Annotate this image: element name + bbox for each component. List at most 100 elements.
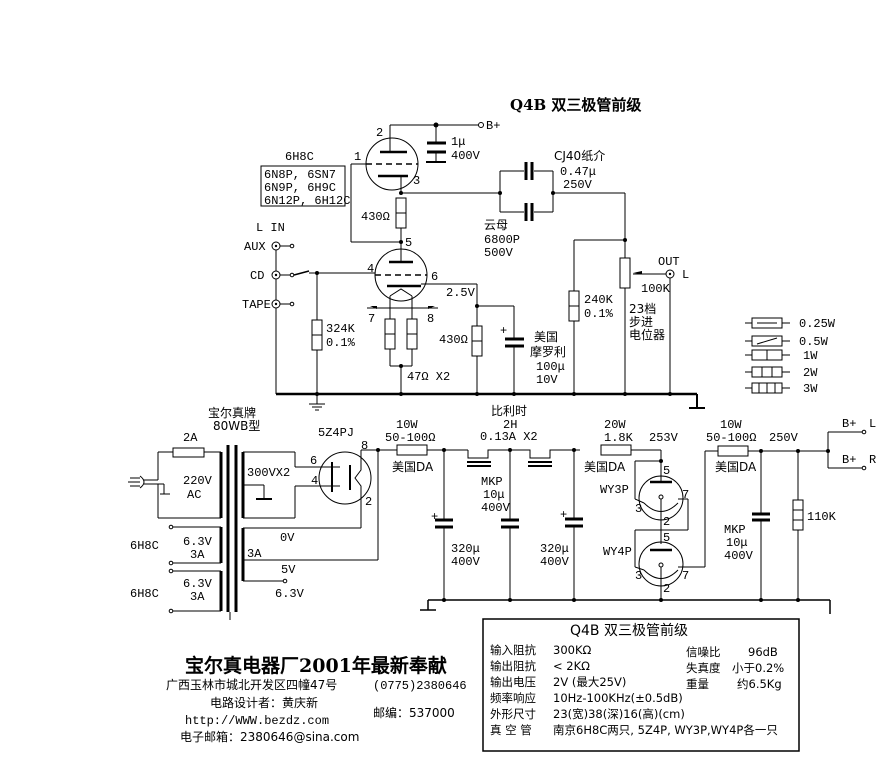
resistor-value: 240K — [584, 293, 614, 307]
input-source-label: AUX — [244, 240, 266, 254]
output-jack-l[interactable] — [665, 269, 675, 279]
spec-label: 频率响应 — [490, 691, 536, 705]
pin-label: 2 — [376, 126, 383, 140]
mains-plug-icon — [128, 452, 170, 518]
cap-voltage: 400V — [724, 549, 754, 563]
primary-type: AC — [187, 488, 201, 502]
fuse — [172, 447, 205, 458]
coupling-cap-value: 0.47μ — [560, 165, 596, 179]
spec-label: 重量 — [686, 677, 709, 691]
footer-phone: (0775)2380646 — [373, 679, 467, 693]
tube-type-label: 6H8C — [285, 150, 314, 164]
cap-value: 320μ — [540, 542, 569, 556]
cap-voltage: 400V — [451, 149, 481, 163]
tube-substitute: 6N12P, 6H12C — [264, 194, 350, 208]
spec-label: 输出阻抗 — [490, 659, 536, 673]
node-voltage: 253V — [649, 431, 679, 445]
pin-label: 5 — [663, 531, 670, 545]
winding-current: 3A — [247, 547, 262, 561]
regulator-tube-wy4p — [638, 541, 684, 600]
pin-label: 3 — [413, 174, 420, 188]
spec-value: 96dB — [748, 645, 778, 659]
bplus-label: B+ — [842, 453, 856, 467]
resistor-value: 430Ω — [361, 210, 390, 224]
spec-label: 信噪比 — [686, 645, 721, 659]
cap-value: 1μ — [451, 135, 465, 149]
cap-type: MKP — [724, 523, 746, 537]
cap-brand: 美国 — [534, 330, 558, 344]
tube-upper-triode — [365, 122, 484, 193]
tube-substitute: 6N8P, 6SN7 — [264, 168, 336, 182]
resistor-brand: 美国DA — [392, 460, 434, 474]
filter-resistor-3 — [717, 445, 749, 457]
spec-label: 输入阻抗 — [490, 643, 536, 657]
resistor-brand: 美国DA — [715, 460, 757, 474]
heater-voltage: 6.3V — [183, 535, 213, 549]
input-source-label: TAPE — [242, 298, 271, 312]
preamp-section: 2 1 3 B+ 1μ 400V 6H8C 6N8P, 6SN7 6N9P, 6… — [242, 119, 705, 411]
bplus-label: B+ — [486, 119, 500, 133]
pot-value: 100K — [641, 282, 671, 296]
input-source-label: CD — [250, 269, 264, 283]
polarity-plus: + — [500, 324, 507, 338]
input-jack-cd[interactable] — [271, 270, 310, 280]
legend-symbol-1-watt — [745, 349, 790, 361]
filter-resistor-1 — [396, 444, 428, 456]
cap-type: MKP — [481, 475, 503, 489]
input-jack-tape[interactable] — [271, 299, 295, 309]
winding-voltage: 5V — [281, 563, 296, 577]
cap-value: 100μ — [536, 360, 565, 374]
bplus-channel: L — [869, 417, 876, 431]
input-jack-aux[interactable] — [271, 241, 295, 251]
resistor-value: 50-100Ω — [385, 431, 435, 445]
resistor-value: 430Ω — [439, 333, 468, 347]
pin-label: 8 — [361, 439, 368, 453]
cap-voltage: 400V — [451, 555, 481, 569]
bplus-channel: R — [869, 453, 876, 467]
pin-label: 6 — [431, 270, 438, 284]
cap-value: 10μ — [483, 488, 505, 502]
bplus-terminal-r[interactable] — [861, 465, 867, 471]
polarity-plus: + — [560, 508, 567, 522]
resistor-value: 1.8K — [604, 431, 634, 445]
cap-value: 10μ — [726, 536, 748, 550]
pin-label: 5 — [663, 464, 670, 478]
footer-address: 广西玉林市城北开发区四幢47号 — [166, 677, 337, 692]
heater-voltage: 6.3V — [183, 577, 213, 591]
choke-brand: 比利时 — [491, 404, 527, 418]
pin-label: 2 — [663, 582, 670, 596]
heater-tube-label: 6H8C — [130, 587, 159, 601]
footer-designer: 电路设计者：黄庆新 — [210, 695, 318, 710]
spec-value: 2V (最大25V) — [553, 675, 626, 689]
pin-label: 7 — [368, 312, 375, 326]
legend-symbol-2-watt — [745, 366, 790, 378]
footer-headline: 宝尔真电器厂2001年最新奉献 — [185, 654, 447, 677]
spec-label: 外形尺寸 — [490, 707, 536, 721]
cap-brand: 摩罗利 — [530, 344, 566, 359]
cap-voltage: 400V — [540, 555, 570, 569]
spec-label: 输出电压 — [490, 675, 536, 689]
tube-lower-triode — [374, 248, 428, 302]
volume-potentiometer[interactable] — [619, 257, 631, 289]
bleeder-resistor — [792, 499, 804, 531]
power-supply-section: 宝尔真牌 80WB型 2A 220V AC — [128, 404, 876, 620]
tube-substitutes-box — [260, 165, 346, 207]
heater-tube-label: 6H8C — [130, 539, 159, 553]
diagram-title: Q4B 双三极管前级 — [510, 96, 642, 114]
regulator-label: WY4P — [603, 545, 632, 559]
mica-cap-voltage: 500V — [484, 246, 514, 260]
bplus-terminal-l[interactable] — [861, 429, 867, 435]
pot-desc: 步进 — [629, 315, 653, 329]
resistor-brand: 美国DA — [584, 460, 626, 474]
spec-label: 真 空 管 — [490, 723, 532, 737]
cap-voltage: 400V — [481, 501, 511, 515]
resistor-value: 50-100Ω — [706, 431, 756, 445]
resistor-value: 47Ω X2 — [407, 370, 450, 384]
regulator-label: WY3P — [600, 483, 629, 497]
output-channel: L — [682, 268, 689, 282]
legend-symbol-3-watt — [745, 382, 790, 394]
regulator-tube-wy3p — [638, 461, 684, 544]
cap-voltage: 10V — [536, 373, 558, 387]
winding-voltage: 0V — [280, 531, 295, 545]
